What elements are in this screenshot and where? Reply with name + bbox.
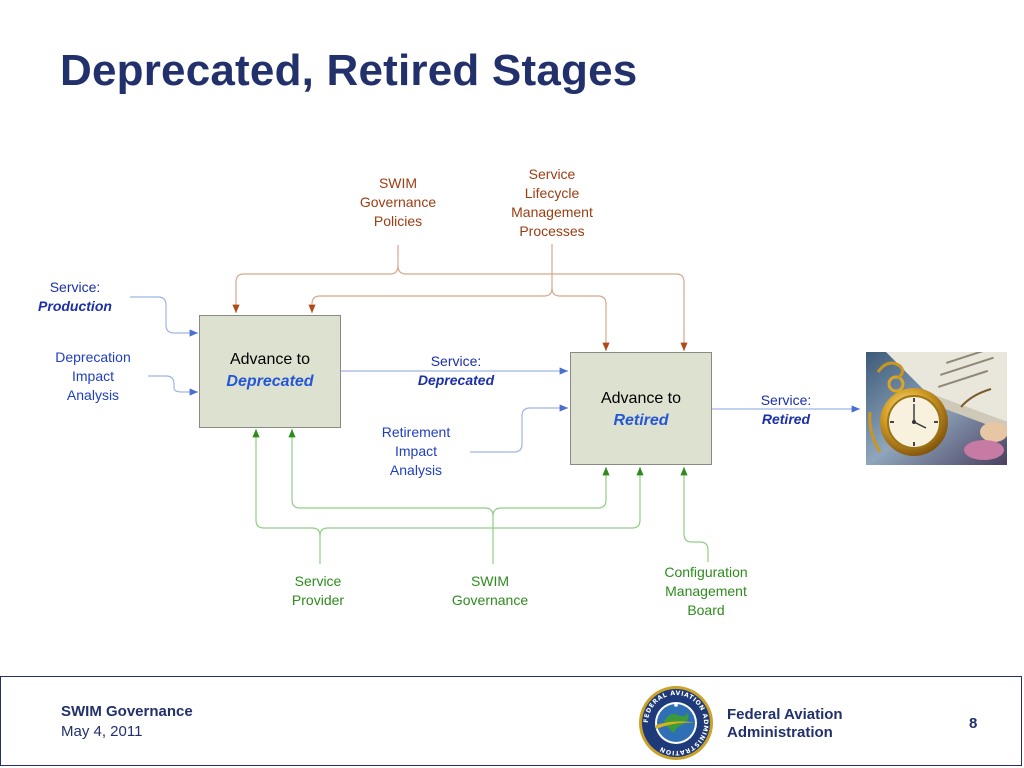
mech-provider-right: [328, 467, 644, 529]
footer-title: SWIM Governance: [61, 703, 193, 720]
label-service-retired: Service: Retired: [760, 392, 812, 427]
process-advance-to-retired: Advance to Retired: [570, 352, 712, 465]
mech-governance-left: [288, 429, 485, 509]
label-service-provider: Service Provider: [291, 573, 345, 608]
control-policies-stub: [397, 245, 407, 275]
label-service-production: Service: Production: [38, 279, 112, 314]
control-policies-left: [232, 265, 399, 313]
mech-provider-left: [252, 429, 321, 537]
slide-footer: SWIM Governance May 4, 2011 FEDERAL AVIA…: [0, 676, 1022, 766]
mech-provider-stub: [319, 527, 329, 564]
mech-ccb: [680, 467, 709, 562]
label-swim-governance-policies: SWIM Governance Policies: [359, 175, 437, 229]
slide-title: Deprecated, Retired Stages: [60, 46, 638, 95]
mech-governance-right: [492, 467, 610, 517]
label-swim-governance: SWIM Governance: [451, 573, 529, 608]
footer-date: May 4, 2011: [61, 723, 143, 740]
flow-retirement-impact-to-retire: [470, 404, 568, 453]
label-lifecycle-processes: Service Lifecycle Management Processes: [511, 166, 593, 239]
retirement-watch-photo: [866, 352, 1007, 465]
faa-seal: FEDERAL AVIATION ADMINISTRATION: [638, 685, 714, 761]
diagram-connectors: [130, 244, 860, 564]
mech-governance-stub: [484, 507, 494, 564]
label-service-deprecated: Service: Deprecated: [417, 353, 495, 388]
flow-impact-to-deprecate: [148, 375, 198, 396]
label-deprecation-impact-analysis: Deprecation Impact Analysis: [55, 349, 131, 403]
page-number: 8: [969, 715, 978, 732]
control-lifecycle-right: [551, 287, 610, 351]
process-advance-to-deprecated: Advance to Deprecated: [199, 315, 341, 428]
label-retirement-impact-analysis: Retirement Impact Analysis: [381, 424, 451, 478]
control-policies-right: [406, 273, 688, 351]
label-configuration-management-board: Configuration Management Board: [664, 564, 748, 618]
footer-agency-line2: Administration: [727, 724, 833, 741]
control-lifecycle-left: [308, 287, 553, 313]
flow-production-to-deprecate: [130, 296, 198, 337]
footer-agency-line1: Federal Aviation: [727, 706, 843, 723]
